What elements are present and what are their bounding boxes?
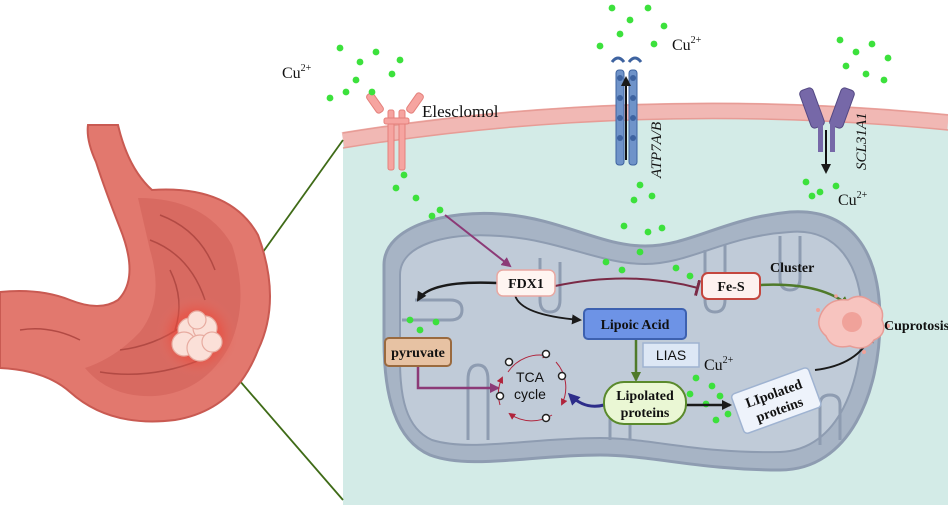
node-lias: LIAS	[642, 342, 700, 368]
copper-dot	[436, 206, 444, 214]
copper-dot	[372, 48, 380, 56]
copper-dot	[626, 16, 634, 24]
copper-dot	[392, 184, 400, 192]
copper-dot	[716, 392, 724, 400]
copper-dot	[862, 70, 870, 78]
copper-dot	[686, 390, 694, 398]
lipolated-label-line1: Lipolated	[616, 389, 674, 404]
copper-dot	[412, 194, 420, 202]
copper-dot	[658, 224, 666, 232]
copper-dot	[400, 171, 408, 179]
tca-label-line1: TCA	[516, 369, 545, 385]
cu-top-left-label: Cu2+	[282, 63, 312, 82]
copper-dot	[842, 62, 850, 70]
copper-dot	[618, 266, 626, 274]
arrow-fdx1-to-lipoic	[514, 294, 582, 325]
atp7-label: ATP7A/B	[649, 122, 665, 179]
copper-dot	[396, 56, 404, 64]
copper-dot	[712, 416, 720, 424]
copper-dot	[644, 228, 652, 236]
copper-dot	[802, 178, 810, 186]
tumor-icon	[155, 294, 239, 378]
elesclomol-label: Elesclomol	[422, 102, 499, 121]
copper-dot	[416, 326, 424, 334]
node-fes: Fe-S	[701, 272, 761, 300]
scl31a1-label: SCL31A1	[854, 112, 870, 170]
pyruvate-label: pyruvate	[391, 346, 445, 361]
copper-dot	[650, 40, 658, 48]
copper-dot	[336, 44, 344, 52]
copper-dot	[708, 382, 716, 390]
arrow-elesclomol-to-fdx1	[444, 214, 512, 268]
lipoic-acid-label: Lipoic Acid	[601, 318, 670, 333]
copper-dot	[852, 48, 860, 56]
copper-dot	[326, 94, 334, 102]
copper-dot	[660, 22, 668, 30]
lias-label: LIAS	[656, 347, 686, 363]
copper-dot	[816, 188, 824, 196]
dead-cell-icon	[816, 294, 891, 354]
copper-dot	[644, 4, 652, 12]
tca-cycle: TCA cycle	[495, 349, 568, 423]
arrow-pyruvate-to-tca	[416, 366, 500, 393]
cuprotosis-label: Cuprotosis	[884, 319, 948, 334]
copper-dot	[884, 54, 892, 62]
copper-dot	[808, 192, 816, 200]
node-fdx1: FDX1	[496, 269, 556, 297]
copper-dot	[692, 374, 700, 382]
inhibit-fdx1-to-fes	[554, 277, 702, 296]
pathway-arrows	[416, 214, 874, 410]
copper-dot	[602, 258, 610, 266]
cluster-label: Cluster	[770, 261, 814, 276]
copper-dot	[342, 88, 350, 96]
fdx1-label: FDX1	[508, 277, 544, 292]
copper-dot	[406, 316, 414, 324]
copper-dot	[836, 36, 844, 44]
stomach-organ-icon	[0, 124, 271, 423]
cell-membrane	[341, 102, 948, 148]
copper-dot	[648, 192, 656, 200]
copper-dot	[352, 76, 360, 84]
fes-label: Fe-S	[717, 280, 744, 295]
copper-dot	[832, 182, 840, 190]
cu-top-mid-label: Cu2+	[672, 35, 702, 54]
copper-dot	[616, 30, 624, 38]
copper-dot	[630, 196, 638, 204]
node-lipolated-proteins: Lipolated proteins	[603, 381, 687, 425]
copper-dot	[880, 76, 888, 84]
copper-dot	[636, 181, 644, 189]
copper-dot	[388, 70, 396, 78]
copper-dot	[686, 272, 694, 280]
cu-inner-label: Cu2+	[704, 355, 734, 374]
copper-dot	[672, 264, 680, 272]
elesclomol-receptor-icon	[366, 92, 424, 171]
copper-dot	[368, 88, 376, 96]
tca-label-line2: cycle	[514, 386, 546, 402]
scl31a1-transporter-icon	[799, 87, 855, 174]
lipolated-label-line2: proteins	[621, 406, 670, 421]
arrow-fdx1-to-pyruvate	[416, 281, 498, 302]
copper-dot	[356, 58, 364, 66]
copper-dot	[724, 410, 732, 418]
arrow-lipolated-to-tca	[567, 392, 605, 408]
copper-dot	[608, 4, 616, 12]
copper-dot	[428, 212, 436, 220]
cu-right-label: Cu2+	[838, 190, 868, 209]
copper-dot	[596, 42, 604, 50]
atp7-transporter-icon	[610, 56, 643, 166]
copper-dot	[620, 222, 628, 230]
node-pyruvate: pyruvate	[384, 337, 452, 367]
copper-dot	[636, 248, 644, 256]
node-lipoic-acid: Lipoic Acid	[583, 308, 687, 340]
copper-dot	[868, 40, 876, 48]
copper-dot	[432, 318, 440, 326]
mitochondrion	[382, 210, 882, 472]
